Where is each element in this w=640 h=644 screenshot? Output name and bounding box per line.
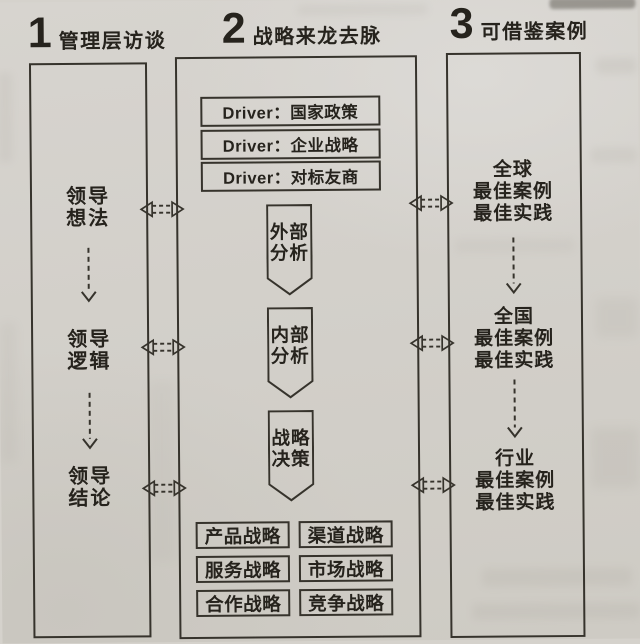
industry-best-cases-label: 行业 最佳案例 最佳实践	[455, 448, 576, 515]
driver-label: Driver：国家政策	[222, 99, 358, 124]
bleed-through-smudge	[148, 381, 175, 561]
double-arrow-icon	[139, 337, 187, 357]
section-header-3: 3 可借鉴案例	[450, 5, 589, 45]
section-number: 3	[450, 6, 474, 43]
strategy-boxes-grid: 产品战略 渠道战略 服务战略 市场战略 合作战略 竞争战略	[196, 520, 394, 617]
double-arrow-icon	[408, 333, 456, 353]
strategy-box-product: 产品战略	[196, 521, 290, 549]
leader-conclusion-label: 领导 结论	[40, 465, 140, 510]
driver-label: Driver：企业战略	[223, 132, 359, 157]
section-header-2: 2 战略来龙去脉	[222, 10, 382, 50]
national-best-cases-label: 全国 最佳案例 最佳实践	[454, 306, 575, 373]
double-arrow-icon	[409, 475, 457, 495]
strategy-box-cooperation: 合作战略	[196, 589, 290, 617]
double-arrow-icon	[407, 193, 455, 213]
down-dashed-arrow-icon	[78, 247, 98, 303]
double-arrow-icon	[140, 478, 188, 498]
bleed-through-smudge	[0, 72, 13, 162]
strategy-box-market: 市场战略	[299, 554, 393, 582]
leader-thoughts-label: 领导 想法	[38, 185, 138, 230]
bleed-through-smudge	[0, 322, 17, 462]
strategy-box-channel: 渠道战略	[299, 520, 393, 548]
strategy-box-competition: 竞争战略	[299, 588, 393, 616]
section-title: 可借鉴案例	[481, 15, 589, 45]
section-number: 1	[28, 15, 52, 52]
external-analysis-pennant: 外部 分析	[266, 204, 313, 296]
pennant-label: 战略 决策	[268, 427, 314, 469]
bleed-through-smudge	[596, 298, 638, 338]
section-number: 2	[222, 11, 246, 48]
section-title: 管理层访谈	[59, 24, 167, 54]
strategy-decision-pennant: 战略 决策	[268, 410, 315, 502]
bleed-through-smudge	[591, 148, 637, 163]
driver-benchmark-peers-box: Driver：对标友商	[201, 161, 381, 192]
section-header-1: 1 管理层访谈	[28, 14, 167, 54]
global-best-cases-label: 全球 最佳案例 最佳实践	[453, 159, 574, 226]
down-dashed-arrow-icon	[504, 378, 524, 438]
internal-analysis-pennant: 内部 分析	[267, 307, 314, 399]
driver-corporate-strategy-box: Driver：企业战略	[200, 129, 380, 160]
down-dashed-arrow-icon	[503, 236, 523, 294]
pennant-label: 外部 分析	[266, 221, 312, 263]
pennant-label: 内部 分析	[267, 324, 313, 366]
double-arrow-icon	[138, 199, 186, 219]
down-dashed-arrow-icon	[80, 392, 100, 450]
bleed-through-smudge	[591, 427, 639, 487]
section-title: 战略来龙去脉	[253, 20, 382, 50]
bleed-through-smudge	[596, 58, 636, 74]
strategy-box-service: 服务战略	[196, 555, 290, 583]
leader-logic-label: 领导 逻辑	[39, 328, 139, 373]
driver-label: Driver：对标友商	[223, 164, 359, 189]
driver-national-policy-box: Driver：国家政策	[200, 96, 380, 127]
